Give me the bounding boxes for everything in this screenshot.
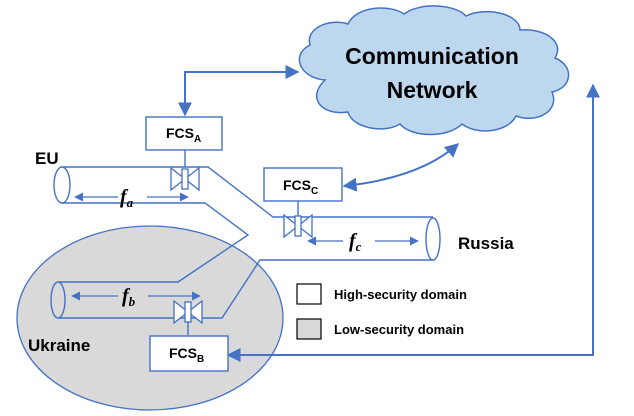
communication-links <box>178 65 600 362</box>
link-fcs-a-to-network <box>178 65 300 117</box>
communication-network-cloud <box>298 5 570 136</box>
fcs-a-box <box>145 116 223 151</box>
fcs-b-box <box>149 335 229 372</box>
legend-low-label: Low-security domain <box>334 322 464 337</box>
valve-c-icon <box>283 213 313 239</box>
flow-a-label: fa <box>120 186 134 210</box>
valve-b-icon <box>173 299 203 325</box>
russia-pipe-end <box>425 217 441 261</box>
flow-c-label: fc <box>349 230 362 254</box>
eu-pipe-end <box>53 166 71 204</box>
ukraine-pipe-end <box>50 281 66 319</box>
legend-high-label: High-security domain <box>334 287 467 302</box>
fcs-b-label: FCSB <box>169 345 204 365</box>
eu-label: EU <box>35 149 59 168</box>
fcs-c-label: FCSC <box>283 177 318 197</box>
link-fcs-c-to-network <box>342 143 460 192</box>
eu-pipe-top <box>62 166 433 218</box>
cloud-line-1: Communication <box>345 43 519 69</box>
legend-low-swatch <box>296 318 322 340</box>
fcs-c-box <box>263 167 343 202</box>
flow-b-label: fb <box>122 285 136 309</box>
fcs-a-label: FCSA <box>166 125 201 145</box>
cloud-line-2: Network <box>387 77 478 103</box>
ukraine-label: Ukraine <box>28 336 90 355</box>
valve-a-icon <box>170 166 200 192</box>
russia-label: Russia <box>458 234 514 253</box>
legend-high-swatch <box>296 283 322 305</box>
link-fcs-b-to-network <box>226 83 600 362</box>
